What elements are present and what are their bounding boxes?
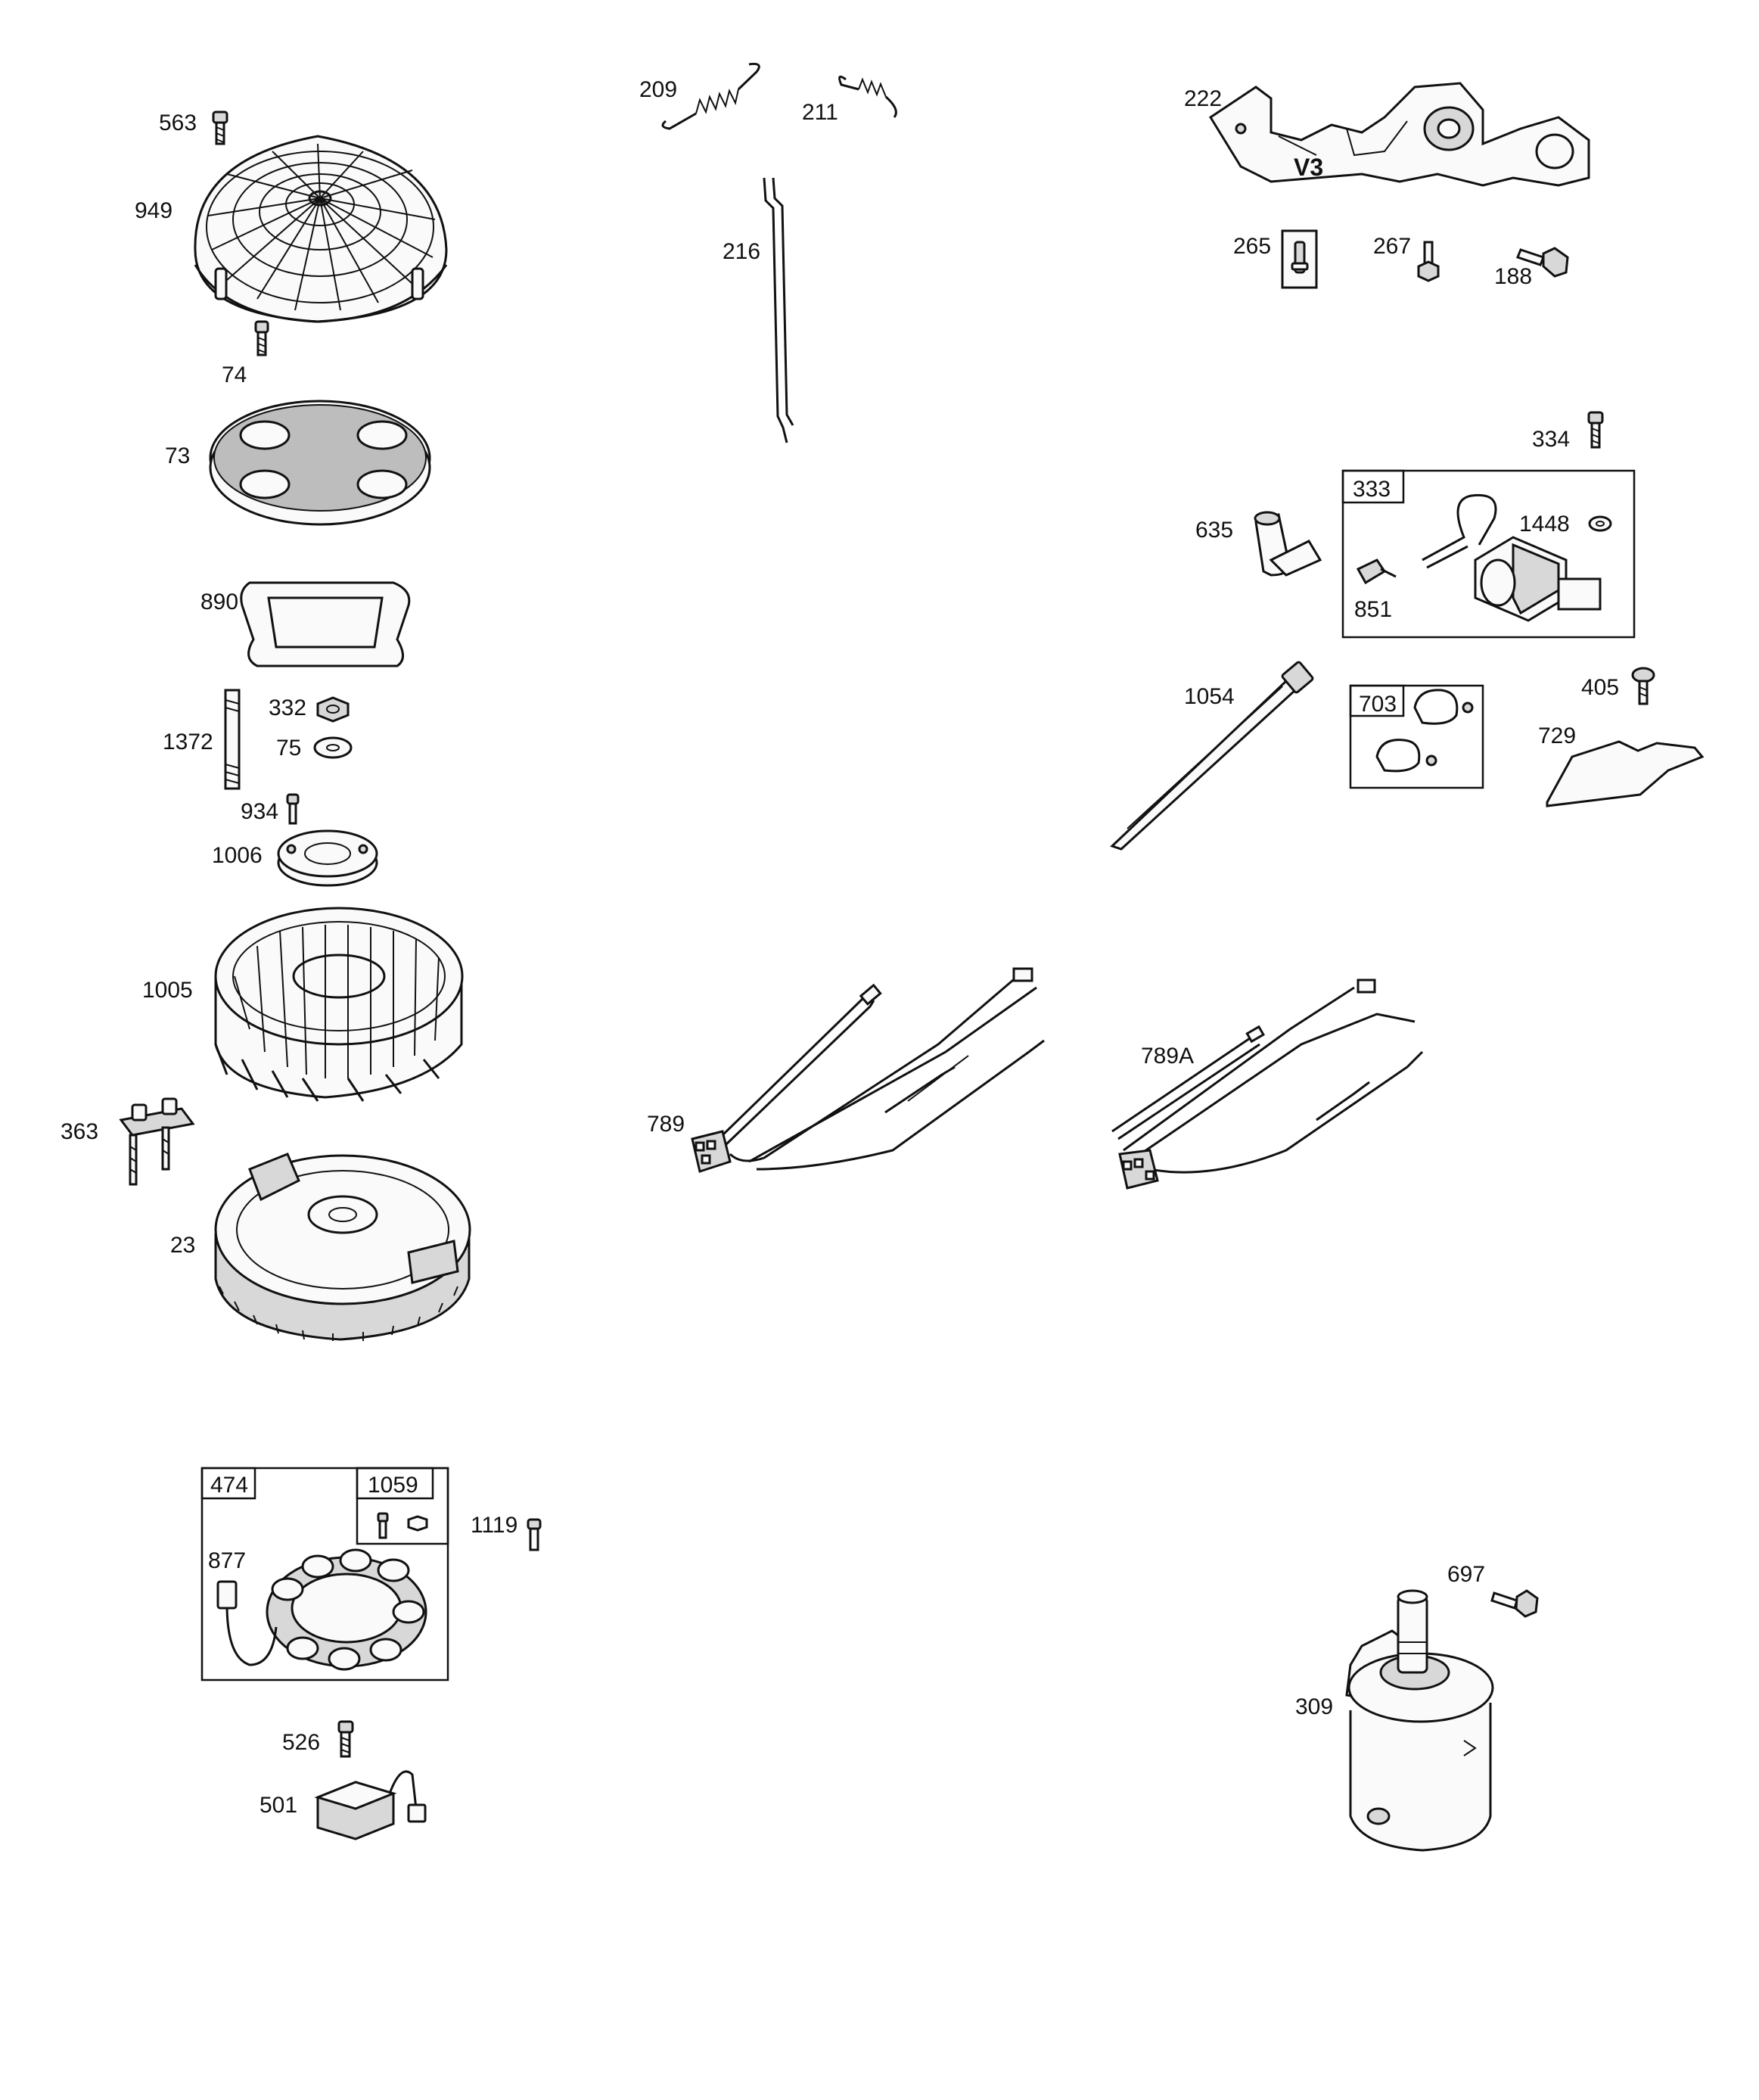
part-211-spring [838, 75, 897, 118]
label-729: 729 [1538, 723, 1576, 748]
part-334-screw [1587, 411, 1604, 449]
label-222: 222 [1184, 86, 1222, 111]
part-333-ignition-coil [1422, 493, 1602, 622]
part-1119-screw [527, 1518, 542, 1551]
part-405-screw [1631, 667, 1655, 705]
part-877-stator [216, 1548, 427, 1671]
part-703-clips [1375, 689, 1474, 773]
label-405: 405 [1581, 675, 1619, 700]
kit-474-box [200, 1467, 449, 1682]
part-209-spring [661, 63, 760, 130]
label-1372: 1372 [163, 730, 213, 754]
label-474: 474 [210, 1473, 248, 1498]
label-635: 635 [1195, 518, 1233, 543]
label-563: 563 [159, 110, 197, 135]
part-222-control-bracket [1208, 82, 1590, 187]
part-1006-hub [277, 829, 378, 887]
kit-703-box [1349, 684, 1484, 789]
label-789: 789 [647, 1112, 685, 1137]
part-267-screw [1417, 241, 1440, 282]
label-73: 73 [165, 443, 190, 468]
part-1054-cable-tie [1110, 661, 1314, 851]
kit-333-box [1341, 469, 1636, 639]
part-309-starter-motor [1345, 1589, 1494, 1852]
label-75: 75 [276, 736, 301, 761]
label-1006: 1006 [212, 843, 263, 868]
part-73-screen [209, 400, 431, 526]
label-363: 363 [61, 1119, 98, 1144]
part-635-spark-plug-boot [1254, 511, 1322, 577]
part-697-bolt [1490, 1589, 1539, 1618]
label-1448: 1448 [1519, 512, 1570, 537]
part-23-flywheel [214, 1153, 471, 1341]
label-23: 23 [170, 1233, 195, 1258]
part-1059-screw-and-nut [377, 1512, 428, 1539]
part-216-link-rod [763, 177, 794, 443]
label-1119: 1119 [471, 1513, 517, 1538]
bracket-marking: V3 [1294, 154, 1323, 181]
label-334: 334 [1532, 427, 1570, 452]
part-332-nut [316, 696, 350, 723]
part-1448-washer [1588, 515, 1612, 532]
label-703: 703 [1359, 692, 1397, 717]
part-363-bracket [119, 1097, 195, 1186]
part-890-gasket [240, 581, 411, 667]
part-188-bolt [1516, 247, 1569, 278]
label-526: 526 [282, 1730, 320, 1755]
label-265: 265 [1233, 234, 1271, 259]
label-501: 501 [259, 1793, 297, 1818]
label-851: 851 [1354, 597, 1392, 622]
label-211: 211 [802, 100, 838, 125]
label-74: 74 [222, 362, 247, 387]
part-563-screw [212, 110, 228, 145]
part-1005-fan [214, 907, 464, 1102]
label-934: 934 [241, 799, 278, 824]
part-1372-stud [224, 689, 241, 790]
part-789a-wiring-harness [1111, 978, 1424, 1190]
label-332: 332 [269, 695, 306, 720]
label-267: 267 [1373, 234, 1411, 259]
label-890: 890 [200, 590, 238, 614]
part-526-screw [337, 1720, 354, 1758]
label-877: 877 [208, 1548, 246, 1573]
label-209: 209 [639, 77, 677, 102]
part-949-blower-grille [194, 135, 448, 323]
kit-1059-tag [356, 1467, 434, 1500]
part-729-shield [1546, 740, 1705, 807]
label-1005: 1005 [142, 978, 193, 1003]
kit-333-tag [1341, 469, 1405, 504]
kit-703-tag [1349, 684, 1405, 717]
part-75-washer [313, 736, 353, 759]
label-333: 333 [1353, 477, 1391, 502]
part-74-screw [254, 320, 269, 356]
label-309: 309 [1295, 1694, 1333, 1719]
label-1054: 1054 [1184, 684, 1235, 709]
label-697: 697 [1447, 1562, 1485, 1587]
label-216: 216 [723, 239, 760, 264]
part-789-wiring-harness [691, 967, 1045, 1173]
label-949: 949 [135, 198, 172, 223]
label-188: 188 [1494, 264, 1532, 289]
part-265-plate [1281, 229, 1318, 289]
label-789a: 789A [1141, 1044, 1194, 1069]
part-934-screw [286, 793, 300, 825]
label-1059: 1059 [368, 1473, 418, 1498]
part-501-regulator [314, 1770, 427, 1840]
part-851-terminal [1356, 558, 1397, 585]
kit-474-tag [200, 1467, 256, 1500]
